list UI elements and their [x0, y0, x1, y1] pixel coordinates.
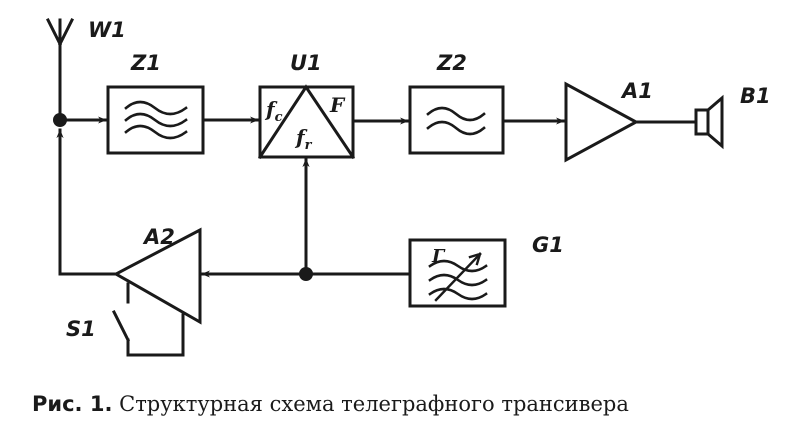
tunable-oscillator-icon — [428, 252, 488, 302]
oscillator-junction — [299, 267, 313, 281]
amplifier-a1-triangle — [564, 81, 640, 163]
label-z2: Z2 — [436, 51, 467, 75]
oscillator-symbol: Г — [431, 246, 446, 267]
speaker-icon — [694, 94, 724, 150]
label-s1: S1 — [66, 317, 96, 341]
label-a2: A2 — [142, 225, 175, 249]
amplifier-a2-triangle — [112, 227, 202, 325]
mixer-port-fr: fr — [294, 125, 313, 153]
label-a1: A1 — [620, 79, 653, 103]
label-b1: B1 — [740, 84, 771, 108]
switch-s1-lever — [111, 309, 131, 343]
bandpass-filter-icon — [124, 100, 188, 140]
oscillator-g1-box — [408, 238, 507, 308]
mixer-triangle-icon — [257, 84, 356, 160]
label-g1: G1 — [532, 233, 564, 257]
filter-z2-box — [408, 85, 505, 155]
caption-prefix: Рис. 1. — [32, 392, 113, 416]
caption-text: Структурная схема телеграфного трансивер… — [119, 392, 629, 416]
narrowband-filter-icon — [426, 106, 486, 136]
figure-caption: Рис. 1. Структурная схема телеграфного т… — [32, 392, 629, 416]
antenna-icon — [45, 17, 75, 122]
antenna-junction — [53, 113, 67, 127]
mixer-port-out: F — [329, 93, 346, 117]
mixer-port-fc: fc — [264, 97, 283, 125]
label-z1: Z1 — [130, 51, 161, 75]
label-w1: W1 — [88, 18, 126, 42]
label-u1: U1 — [290, 51, 322, 75]
